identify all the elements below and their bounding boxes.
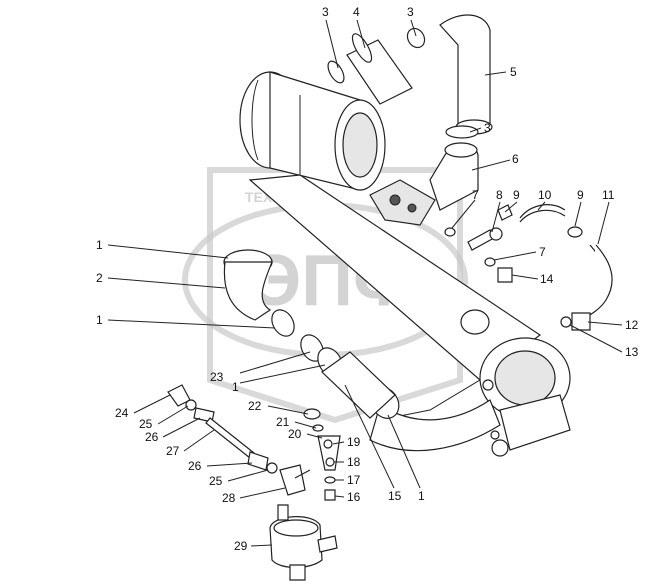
callout-labels: 3 4 3 5 3 6 7 8 9 10 9 11 7 14 12 13 1 2… (96, 5, 639, 553)
callout-16: 16 (347, 490, 361, 504)
callout-1: 1 (232, 380, 239, 394)
callout-3: 3 (484, 121, 491, 135)
callout-28: 28 (222, 491, 236, 505)
callout-21: 21 (276, 415, 290, 429)
clamp-3-top-left (327, 60, 345, 84)
callout-13: 13 (625, 345, 639, 359)
callout-22: 22 (248, 399, 262, 413)
callout-10: 10 (538, 188, 552, 202)
callout-1: 1 (96, 238, 103, 252)
callout-9: 9 (513, 188, 520, 202)
callout-27: 27 (166, 444, 180, 458)
callout-8: 8 (496, 188, 503, 202)
callout-9: 9 (577, 188, 584, 202)
callout-2: 2 (96, 271, 103, 285)
callout-6: 6 (512, 152, 519, 166)
callout-11: 11 (602, 188, 615, 202)
callout-1: 1 (96, 313, 103, 327)
clamp-3-mid (445, 125, 479, 139)
callout-24: 24 (115, 406, 129, 420)
callout-1: 1 (418, 489, 425, 503)
callout-19: 19 (347, 435, 361, 449)
callout-18: 18 (347, 455, 361, 469)
callout-26: 26 (145, 430, 159, 444)
clamp-3-top-right (406, 27, 426, 49)
air-cleaner-housing (239, 71, 386, 191)
callout-15: 15 (388, 489, 402, 503)
leader-lines (107, 19, 623, 547)
callout-26: 26 (188, 459, 202, 473)
callout-14: 14 (540, 272, 554, 286)
callout-3: 3 (322, 5, 329, 19)
callout-7: 7 (539, 245, 546, 259)
rear-outlet (482, 379, 571, 457)
lower-left-assembly (167, 384, 311, 496)
pipe-5 (439, 14, 493, 135)
pipe-6 (429, 142, 479, 211)
callout-29: 29 (234, 539, 248, 553)
callout-12: 12 (625, 318, 639, 332)
callout-3: 3 (407, 5, 414, 19)
pipe-15 (321, 351, 396, 419)
callout-5: 5 (510, 65, 517, 79)
callout-17: 17 (347, 473, 361, 487)
valve-29 (269, 504, 338, 581)
callout-23: 23 (210, 370, 224, 384)
callout-20: 20 (288, 427, 302, 441)
pipe-4 (346, 33, 413, 105)
inlet-elbow-2 (223, 249, 273, 321)
fittings-right (444, 204, 613, 331)
valve-block (369, 179, 436, 226)
callout-25: 25 (209, 474, 223, 488)
callout-25: 25 (139, 417, 153, 431)
callout-7: 7 (472, 188, 479, 202)
callout-4: 4 (353, 5, 360, 19)
